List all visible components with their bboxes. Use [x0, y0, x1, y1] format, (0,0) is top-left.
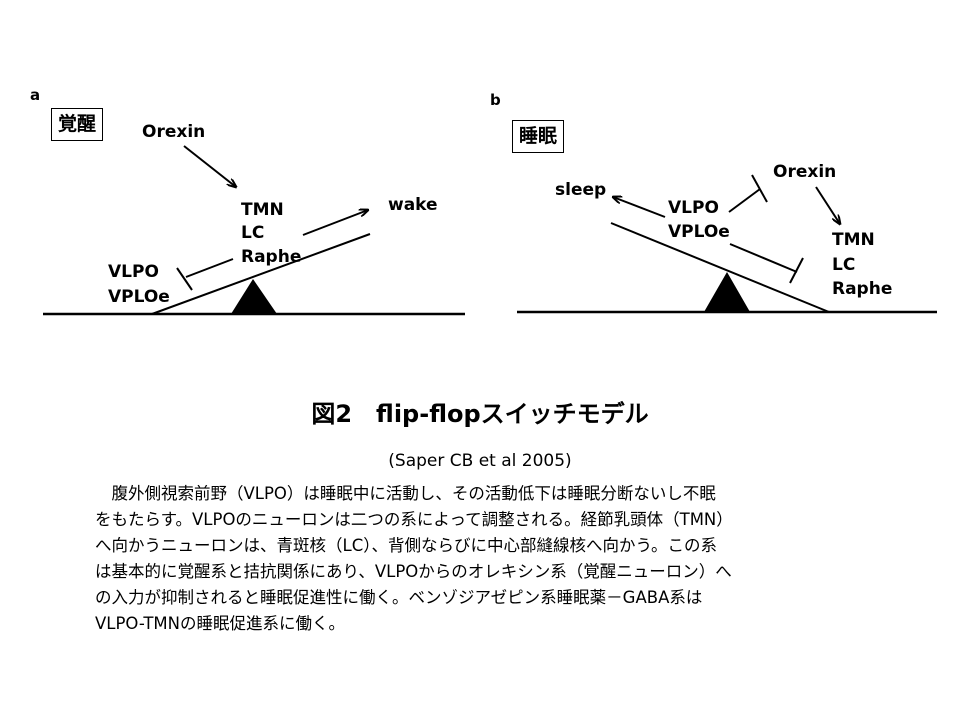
- description-text: 腹外側視索前野（VLPO）は睡眠中に活動し、その活動低下は睡眠分断ないし不眠 を…: [95, 481, 733, 637]
- inhibit-tmn-bar-b: [789, 257, 804, 284]
- panel-b-raphe: Raphe: [832, 279, 893, 299]
- citation: (Saper CB et al 2005): [388, 451, 572, 471]
- figure-title: 図2 flip-flopスイッチモデル: [311, 400, 649, 428]
- panel-a-vlpo: VLPO: [108, 262, 159, 282]
- wake-arrow-a: [302, 210, 368, 236]
- panel-b-letter: b: [490, 91, 501, 109]
- fulcrum-a: [231, 279, 277, 314]
- panel-a-state-label: 覚醒: [51, 108, 104, 141]
- inhibit-orexin-line-b: [728, 188, 761, 213]
- panel-a-tmn: TMN: [241, 200, 284, 220]
- panel-a-wake: wake: [388, 195, 438, 215]
- panel-a-lc: LC: [241, 223, 265, 243]
- panel-b-vploe: VPLOe: [668, 222, 730, 242]
- orexin-arrow-b: [815, 186, 840, 224]
- sleep-arrow-b: [613, 197, 666, 218]
- description-line: をもたらす。VLPOのニューロンは二つの系によって調整される。経節乳頭体（TMN…: [95, 510, 733, 529]
- inhibit-orexin-bar-b: [751, 174, 768, 203]
- description-line: へ向かうニューロンは、青斑核（LC）、背側ならびに中心部縫線核へ向かう。この系: [95, 536, 717, 555]
- panel-b-tmn: TMN: [832, 230, 875, 250]
- panel-a-vploe: VPLOe: [108, 287, 170, 307]
- description-line: の入力が抑制されると睡眠促進性に働く。ベンゾジアゼピン系睡眠薬－GABA系は: [95, 588, 703, 607]
- description-line: VLPO-TMNの睡眠促進系に働く。: [95, 614, 345, 633]
- fulcrum-b: [704, 272, 750, 312]
- description-line: 腹外側視索前野（VLPO）は睡眠中に活動し、その活動低下は睡眠分断ないし不眠: [95, 484, 716, 503]
- lever-a: [151, 233, 371, 315]
- panel-b-sleep: sleep: [555, 180, 607, 200]
- inhibit-line-a: [185, 258, 234, 278]
- description-line: は基本的に覚醒系と拮抗関係にあり、VLPOからのオレキシン系（覚醒ニューロン）へ: [95, 562, 732, 581]
- lever-b: [610, 222, 830, 313]
- panel-a-raphe: Raphe: [241, 247, 302, 267]
- inhibit-tmn-line-b: [729, 243, 798, 273]
- panel-b-vlpo: VLPO: [668, 198, 719, 218]
- panel-b-state-label: 睡眠: [512, 120, 565, 153]
- panel-b-orexin: Orexin: [773, 162, 837, 182]
- inhibit-bar-a: [176, 267, 193, 291]
- panel-a-letter: a: [30, 86, 41, 104]
- orexin-arrow-a: [183, 145, 236, 187]
- panel-a-orexin: Orexin: [142, 122, 206, 142]
- panel-b-lc: LC: [832, 255, 856, 275]
